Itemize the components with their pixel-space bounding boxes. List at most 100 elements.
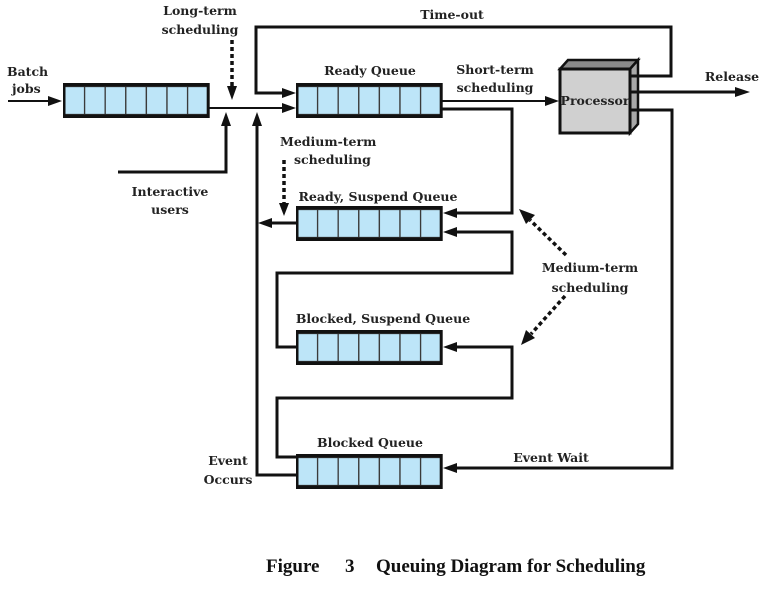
- processor: Processor: [557, 56, 641, 137]
- ready-suspend-queue: [296, 206, 443, 241]
- queue-border: [297, 485, 442, 489]
- queue-slot: [316, 85, 339, 116]
- queue-slot: [296, 332, 319, 363]
- queue-end-cap: [439, 83, 443, 118]
- queue-slot: [378, 332, 401, 363]
- event-wait-label: Event Wait: [513, 450, 589, 465]
- figure-caption-title: Queuing Diagram for Scheduling: [376, 556, 646, 577]
- medium-term-scheduling-arrows-right: [519, 209, 568, 345]
- queue-end-cap: [439, 206, 443, 241]
- ready-to-ready-suspend-flow: [442, 107, 514, 218]
- queue-border: [64, 114, 209, 118]
- processor-label: Processor: [561, 93, 630, 108]
- queue-border: [297, 330, 442, 334]
- queue-slot: [419, 332, 442, 363]
- release-flow: [631, 87, 750, 97]
- batch-queue: [63, 83, 210, 118]
- blocked-queue-label: Blocked Queue: [317, 435, 423, 450]
- queue-slot: [358, 208, 381, 239]
- queue-slot: [104, 85, 127, 116]
- medium-term-right-label-line1: Medium-term: [542, 260, 638, 275]
- queue-slot: [358, 456, 381, 487]
- queue-slot: [145, 85, 168, 116]
- long-term-label-line1: Long-term: [163, 3, 237, 18]
- queue-border: [297, 237, 442, 241]
- queue-slot: [378, 208, 401, 239]
- batch-jobs-arrow: [8, 96, 62, 106]
- queue-slot: [83, 85, 106, 116]
- queue-border: [297, 454, 442, 458]
- queue-slot: [296, 208, 319, 239]
- ready-suspend-queue-label: Ready, Suspend Queue: [299, 189, 458, 204]
- medium-term-left-label-line2: scheduling: [294, 152, 371, 167]
- blocked-queue: [296, 454, 443, 489]
- figure-caption-number: 3: [345, 556, 355, 577]
- queue-end-cap: [296, 206, 299, 241]
- blocked-to-blocked-suspend-flow: [275, 342, 514, 459]
- queue-slot: [166, 85, 189, 116]
- queue-slot: [419, 208, 442, 239]
- short-term-label-line1: Short-term: [456, 62, 534, 77]
- processor-front-face: [558, 67, 632, 135]
- medium-term-scheduling-arrow-left: [279, 160, 289, 216]
- event-occurs-label-line2: Occurs: [204, 472, 253, 487]
- queue-end-cap: [439, 330, 443, 365]
- queue-end-cap: [206, 83, 210, 118]
- release-label: Release: [705, 69, 759, 84]
- queue-slot: [337, 208, 360, 239]
- short-term-scheduling-flow: [442, 96, 559, 106]
- queue-slot: [358, 85, 381, 116]
- blocked-suspend-queue-label: Blocked, Suspend Queue: [296, 311, 470, 326]
- queue-border: [297, 361, 442, 365]
- queue-slot: [399, 85, 422, 116]
- event-occurs-flow: [252, 112, 297, 477]
- time-out-flow: [254, 25, 673, 98]
- long-term-scheduling-arrow: [227, 40, 237, 100]
- medium-term-left-label-line1: Medium-term: [280, 134, 376, 149]
- queue-border: [64, 83, 209, 87]
- queue-slot: [296, 85, 319, 116]
- queue-end-cap: [296, 83, 299, 118]
- queue-slot: [63, 85, 86, 116]
- queue-slot: [337, 332, 360, 363]
- interactive-users-label-line2: users: [151, 202, 189, 217]
- interactive-users-flow: [118, 112, 231, 174]
- interactive-users-label-line1: Interactive: [132, 184, 209, 199]
- queue-end-cap: [296, 454, 299, 489]
- queue-border: [297, 114, 442, 118]
- ready-queue-label: Ready Queue: [324, 63, 416, 78]
- short-term-label-line2: scheduling: [457, 80, 534, 95]
- queue-slot: [378, 456, 401, 487]
- ready-suspend-activate-flow: [258, 218, 297, 228]
- queue-slot: [399, 332, 422, 363]
- batch-jobs-label-line1: Batch: [7, 64, 48, 79]
- figure-caption-prefix: Figure: [266, 556, 319, 577]
- blocked-suspend-queue: [296, 330, 443, 365]
- ready-queue: [296, 83, 443, 118]
- event-occurs-label-line1: Event: [208, 453, 248, 468]
- queue-slot: [358, 332, 381, 363]
- queue-slot: [378, 85, 401, 116]
- queue-slot: [337, 85, 360, 116]
- queue-slot: [316, 332, 339, 363]
- long-term-label-line2: scheduling: [162, 22, 239, 37]
- medium-term-right-label-line2: scheduling: [552, 280, 629, 295]
- queue-end-cap: [296, 330, 299, 365]
- event-wait-flow: [443, 108, 674, 473]
- queue-slot: [337, 456, 360, 487]
- queue-end-cap: [63, 83, 66, 118]
- queue-slot: [296, 456, 319, 487]
- batch-to-ready-flow: [208, 103, 296, 113]
- batch-jobs-label-line2: jobs: [11, 81, 41, 96]
- queue-slot: [399, 456, 422, 487]
- queue-border: [297, 206, 442, 210]
- queue-slot: [419, 85, 442, 116]
- queue-slot: [316, 208, 339, 239]
- queue-slot: [399, 208, 422, 239]
- blocked-suspend-to-ready-suspend-flow: [275, 227, 514, 349]
- queue-end-cap: [439, 454, 443, 489]
- time-out-label: Time-out: [420, 7, 484, 22]
- queue-slot: [125, 85, 148, 116]
- queue-slot: [186, 85, 209, 116]
